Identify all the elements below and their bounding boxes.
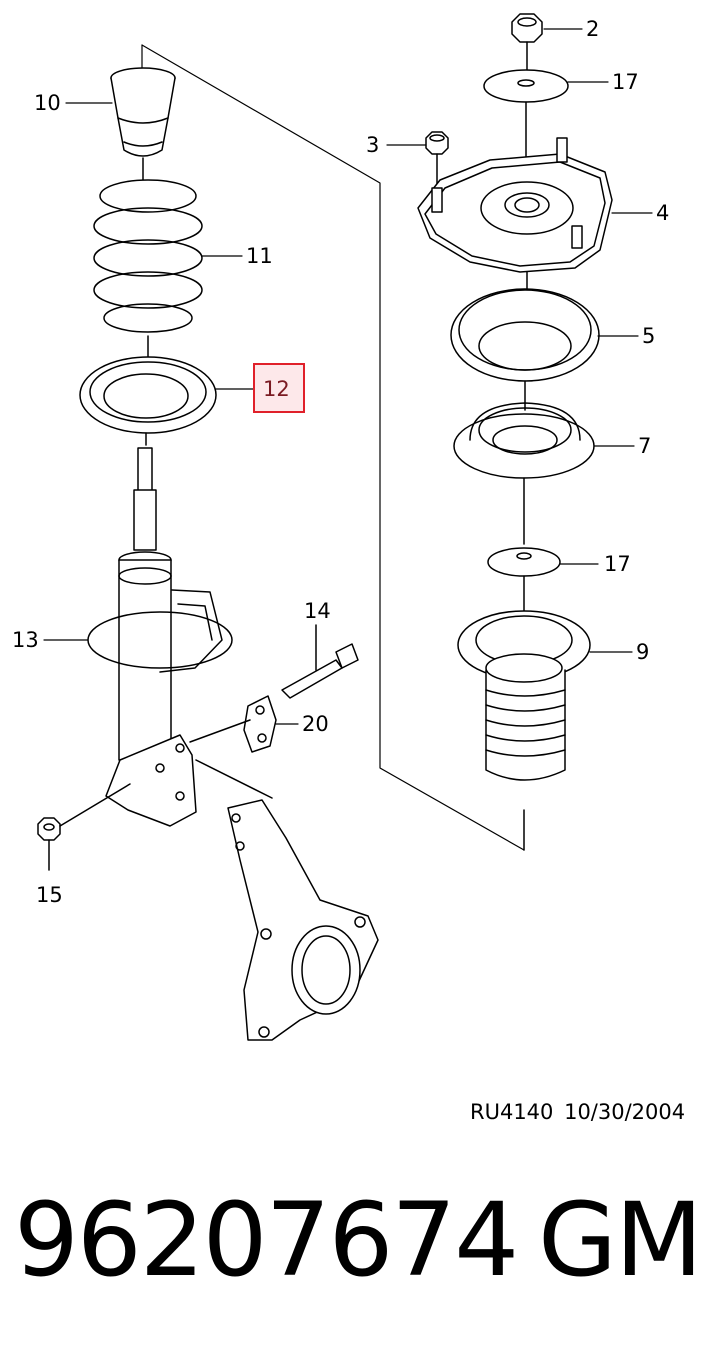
callout-13: 13 bbox=[12, 628, 39, 652]
bracket-nut-part bbox=[37, 783, 131, 871]
callout-17b: 17 bbox=[604, 552, 631, 576]
callout-14: 14 bbox=[304, 599, 331, 623]
upper-mount-part bbox=[417, 137, 613, 301]
lower-spring-seat-part bbox=[79, 356, 217, 446]
strut-body-part bbox=[118, 447, 172, 761]
leader-lines bbox=[43, 28, 653, 725]
mount-nut-part bbox=[425, 131, 449, 186]
bump-stop-part bbox=[110, 67, 176, 183]
steering-knuckle-part bbox=[189, 719, 379, 1041]
strut-assembly-diagram: 2 17 3 4 5 7 17 9 10 11 12 13 14 20 15 bbox=[12, 13, 669, 1041]
callout-20: 20 bbox=[302, 712, 329, 736]
coil-spring-part bbox=[93, 179, 203, 361]
brand-name: GM bbox=[538, 1181, 703, 1300]
bolt-part bbox=[281, 624, 359, 699]
callout-7: 7 bbox=[638, 434, 651, 458]
washer-top-part bbox=[483, 69, 569, 183]
cam-plate-part bbox=[243, 695, 277, 753]
bearing-seat-part bbox=[450, 288, 600, 411]
callout-10: 10 bbox=[34, 91, 61, 115]
part-number: 96207674 bbox=[14, 1181, 519, 1300]
callout-2: 2 bbox=[586, 17, 599, 41]
callout-3: 3 bbox=[366, 133, 379, 157]
callout-5: 5 bbox=[642, 324, 655, 348]
callout-11: 11 bbox=[246, 244, 273, 268]
strut-knuckle-bracket-part bbox=[105, 734, 197, 827]
dust-boot-part bbox=[457, 610, 591, 851]
callout-4: 4 bbox=[656, 201, 669, 225]
explode-frame-lines bbox=[141, 44, 525, 851]
top-nut-part bbox=[511, 13, 543, 73]
callout-12: 12 bbox=[263, 377, 290, 401]
callout-12-highlight bbox=[253, 363, 305, 413]
drawing-reference: RU4140 10/30/2004 bbox=[470, 1100, 686, 1124]
upper-spring-seat-part bbox=[453, 402, 595, 545]
callout-17a: 17 bbox=[612, 70, 639, 94]
callout-9: 9 bbox=[636, 640, 649, 664]
callout-15: 15 bbox=[36, 883, 63, 907]
